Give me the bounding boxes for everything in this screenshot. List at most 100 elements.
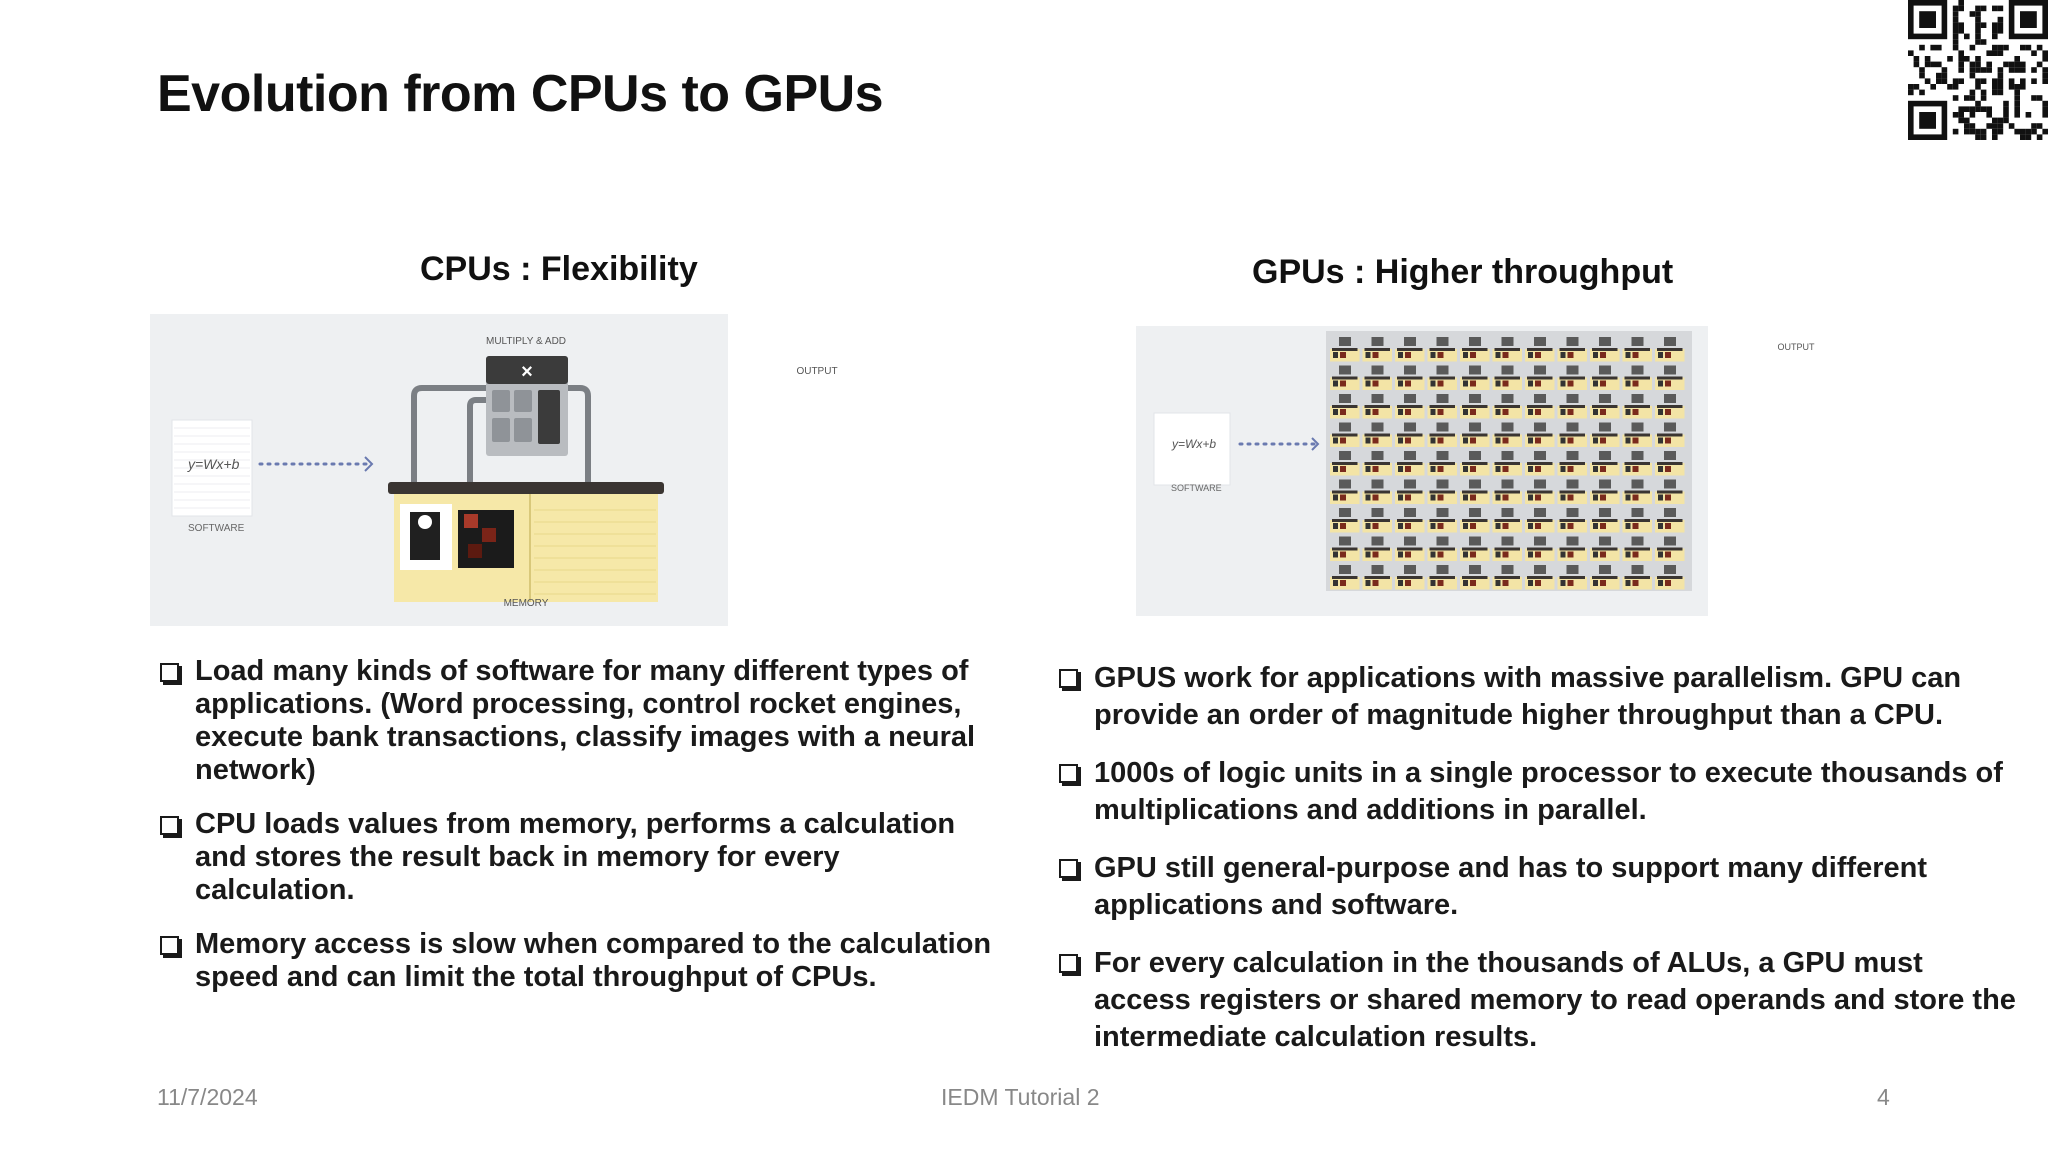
gpu-alu-cell	[1460, 422, 1490, 447]
gpu-alu-cell	[1362, 394, 1392, 419]
gpu-alu-cell	[1525, 536, 1555, 561]
gpu-alu-cell	[1395, 508, 1425, 533]
gpu-alu-cell	[1330, 337, 1360, 362]
gpu-alu-cell	[1557, 394, 1587, 419]
gpu-alu-cell	[1557, 422, 1587, 447]
gpu-alu-cell	[1460, 536, 1490, 561]
multiply-add-label: MULTIPLY & ADD	[486, 336, 566, 347]
gpu-alu-cell	[1655, 337, 1685, 362]
gpu-alu-cell	[1395, 337, 1425, 362]
gpu-alu-cell	[1655, 394, 1685, 419]
software-note-icon	[171, 419, 253, 517]
alu-calculator-icon: ×	[486, 356, 568, 456]
gpu-alu-cell	[1395, 536, 1425, 561]
gpu-alu-cell	[1362, 365, 1392, 390]
gpu-alu-cell	[1557, 508, 1587, 533]
gpu-alu-cell	[1492, 365, 1522, 390]
cpu-bullet-list: Load many kinds of software for many dif…	[157, 655, 1007, 1015]
gpu-alu-cell	[1590, 565, 1620, 590]
gpu-alu-cell	[1590, 365, 1620, 390]
gpu-alu-cell	[1622, 508, 1652, 533]
cpu-bullet: CPU loads values from memory, performs a…	[157, 808, 1007, 907]
alu-wire-mid	[467, 397, 486, 482]
gpu-alu-cell	[1525, 365, 1555, 390]
gpu-bullet-list: GPUS work for applications with massive …	[1056, 660, 2026, 1077]
gpu-alu-cell	[1330, 422, 1360, 447]
gpu-alu-cell	[1460, 479, 1490, 504]
gpu-alu-cell	[1622, 451, 1652, 476]
gpu-alu-cell	[1492, 508, 1522, 533]
alu-wire-right	[568, 385, 591, 482]
gpu-alu-cell	[1362, 337, 1392, 362]
gpu-bullet: GPU still general-purpose and has to sup…	[1056, 850, 2026, 924]
gpu-alu-cell	[1460, 508, 1490, 533]
gpu-alu-cell	[1362, 565, 1392, 590]
gpu-alu-cell	[1590, 337, 1620, 362]
gpu-alu-cell	[1622, 365, 1652, 390]
gpu-alu-cell	[1492, 565, 1522, 590]
gpu-alu-cell	[1460, 365, 1490, 390]
gpu-alu-cell	[1427, 451, 1457, 476]
gpu-software-note-icon	[1153, 412, 1231, 486]
gpu-alu-cell	[1330, 479, 1360, 504]
gpu-alu-cell	[1362, 536, 1392, 561]
gpu-alu-cell	[1655, 451, 1685, 476]
gpu-alu-cell	[1525, 422, 1555, 447]
gpu-bullet: GPUS work for applications with massive …	[1056, 660, 2026, 734]
gpu-alu-cell	[1590, 451, 1620, 476]
gpu-alu-cell	[1427, 565, 1457, 590]
gpu-alu-cell	[1330, 365, 1360, 390]
alu-wire-left	[411, 385, 486, 482]
hollow-square-icon	[1059, 954, 1078, 973]
gpu-alu-cell	[1622, 394, 1652, 419]
gpu-alu-cell	[1362, 479, 1392, 504]
gpu-alu-cell	[1590, 536, 1620, 561]
gpu-alu-cell	[1460, 451, 1490, 476]
gpu-alu-cell	[1427, 536, 1457, 561]
gpu-alu-cell	[1655, 565, 1685, 590]
gpu-alu-cell	[1330, 451, 1360, 476]
gpu-alu-cell	[1655, 508, 1685, 533]
gpu-alu-grid	[1330, 337, 1685, 590]
gpu-alu-cell	[1492, 394, 1522, 419]
footer-date: 11/7/2024	[157, 1084, 258, 1110]
cpu-bullet: Load many kinds of software for many dif…	[157, 655, 1007, 787]
gpu-dotted-arrow	[1238, 437, 1320, 451]
gpu-alu-cell	[1590, 508, 1620, 533]
gpu-alu-cell	[1460, 337, 1490, 362]
gpu-heading: GPUs : Higher throughput	[1252, 253, 1674, 291]
gpu-alu-cell	[1525, 337, 1555, 362]
gpu-alu-cell	[1460, 565, 1490, 590]
cpu-heading: CPUs : Flexibility	[420, 250, 698, 288]
qr-code-icon	[1908, 0, 2048, 140]
gpu-equation: y=Wx+b	[1171, 437, 1216, 451]
gpu-alu-cell	[1557, 365, 1587, 390]
gpu-alu-cell	[1655, 479, 1685, 504]
gpu-alu-cell	[1655, 536, 1685, 561]
gpu-alu-cell	[1395, 394, 1425, 419]
gpu-bullet: For every calculation in the thousands o…	[1056, 945, 2026, 1056]
gpu-alu-cell	[1492, 337, 1522, 362]
gpu-alu-cell	[1622, 479, 1652, 504]
gpu-alu-cell	[1492, 479, 1522, 504]
footer-title: IEDM Tutorial 2	[941, 1084, 1100, 1110]
gpu-alu-cell	[1427, 508, 1457, 533]
gpu-alu-cell	[1525, 565, 1555, 590]
gpu-bullet: 1000s of logic units in a single process…	[1056, 755, 2026, 829]
gpu-alu-cell	[1427, 365, 1457, 390]
cpu-diagram: y=Wx+b SOFTWARE MULTIPLY & ADD × MEMORY …	[150, 314, 838, 626]
cpu-equation: y=Wx+b	[187, 456, 240, 472]
gpu-alu-cell	[1525, 394, 1555, 419]
gpu-alu-cell	[1622, 536, 1652, 561]
gpu-alu-cell	[1525, 479, 1555, 504]
gpu-alu-cell	[1362, 508, 1392, 533]
gpu-alu-cell	[1460, 394, 1490, 419]
gpu-alu-cell	[1330, 536, 1360, 561]
gpu-alu-cell	[1395, 479, 1425, 504]
gpu-alu-cell	[1362, 451, 1392, 476]
cpu-bullet: Memory access is slow when compared to t…	[157, 928, 1007, 994]
gpu-alu-cell	[1590, 422, 1620, 447]
gpu-alu-cell	[1427, 394, 1457, 419]
gpu-alu-cell	[1622, 337, 1652, 362]
memory-block-icon	[388, 482, 664, 602]
